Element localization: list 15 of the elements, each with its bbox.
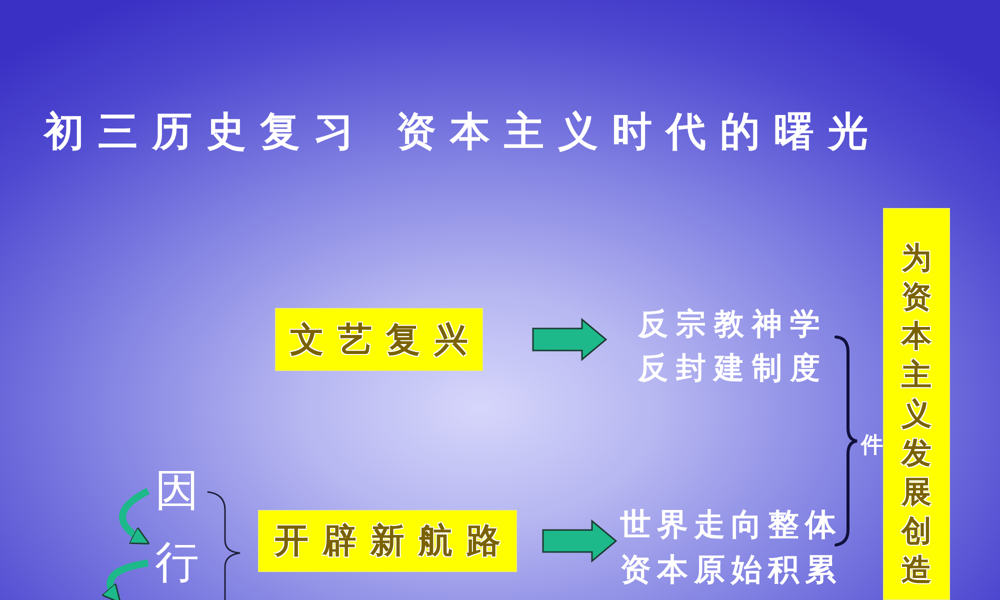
- result-text: 反宗教神学: [638, 306, 828, 344]
- result-text: 资本原始积累: [620, 551, 842, 590]
- vertical-banner: 为资本主义发展创造: [883, 208, 950, 600]
- large-character: 因: [150, 466, 204, 516]
- large-character: 行: [150, 534, 204, 592]
- curved-arrow: [101, 560, 149, 600]
- highlight-box: 开辟新航路: [258, 510, 517, 572]
- slide-title: 初三历史复习 资本主义时代的曙光: [44, 107, 882, 157]
- block-arrow: [532, 318, 608, 362]
- highlight-box: 文艺复兴: [275, 308, 483, 371]
- brace-label: 件: [861, 431, 883, 460]
- curved-arrow: [119, 488, 150, 546]
- result-text: 反封建制度: [638, 350, 828, 388]
- block-arrow: [542, 519, 618, 563]
- result-text: 世界走向整体: [620, 506, 842, 545]
